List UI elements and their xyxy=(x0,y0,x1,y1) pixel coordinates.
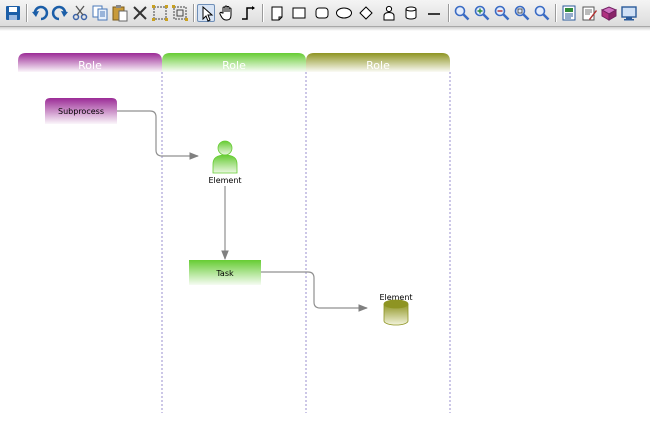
edit-properties-icon[interactable] xyxy=(580,4,598,22)
save-icon[interactable] xyxy=(4,4,22,22)
zoom-actual-icon[interactable] xyxy=(533,4,551,22)
lane-label: Role xyxy=(78,59,102,72)
ungroup-icon[interactable] xyxy=(171,4,189,22)
task-node[interactable]: Task xyxy=(189,260,261,285)
redo-icon[interactable] xyxy=(51,4,69,22)
zoom-in-icon[interactable] xyxy=(473,4,491,22)
zoom-icon[interactable] xyxy=(453,4,471,22)
lane-label: Role xyxy=(366,59,390,72)
subprocess-label: Subprocess xyxy=(58,107,104,116)
actor-shape-icon[interactable] xyxy=(380,4,398,22)
lane-header-1[interactable]: Role xyxy=(18,53,162,72)
copy-icon[interactable] xyxy=(91,4,109,22)
diamond-shape-icon[interactable] xyxy=(357,4,375,22)
rectangle-shape-icon[interactable] xyxy=(290,4,308,22)
lane-header-3[interactable]: Role xyxy=(306,53,450,72)
lane-header-2[interactable]: Role xyxy=(162,53,306,72)
cut-icon[interactable] xyxy=(71,4,89,22)
task-label: Task xyxy=(215,269,234,278)
connector-task-to-datastore[interactable] xyxy=(261,271,368,312)
line-shape-icon[interactable] xyxy=(425,4,443,22)
connector-subprocess-to-actor[interactable] xyxy=(117,110,199,160)
zoom-out-icon[interactable] xyxy=(493,4,511,22)
note-shape-icon[interactable] xyxy=(268,4,286,22)
books-icon[interactable] xyxy=(600,4,618,22)
delete-icon[interactable] xyxy=(131,4,149,22)
diagram-canvas[interactable]: Role Role Role Subprocess Element Task xyxy=(0,31,650,433)
connector-icon[interactable] xyxy=(239,4,257,22)
swimlane-diagram: Role Role Role Subprocess Element Task xyxy=(18,53,451,413)
group-icon[interactable] xyxy=(151,4,169,22)
actor-label: Element xyxy=(208,176,241,185)
rounded-rectangle-shape-icon[interactable] xyxy=(313,4,331,22)
actor-node[interactable]: Element xyxy=(208,140,242,185)
toolbar-shadow xyxy=(0,27,650,31)
ellipse-shape-icon[interactable] xyxy=(335,4,353,22)
screen-icon[interactable] xyxy=(620,4,638,22)
datastore-label: Element xyxy=(379,293,412,302)
cylinder-shape-icon[interactable] xyxy=(402,4,420,22)
subprocess-node[interactable]: Subprocess xyxy=(45,98,117,124)
select-pointer-icon[interactable] xyxy=(197,4,215,22)
pan-hand-icon[interactable] xyxy=(218,4,236,22)
zoom-fit-icon[interactable] xyxy=(513,4,531,22)
lane-label: Role xyxy=(222,59,246,72)
toolbar xyxy=(0,0,650,27)
paste-icon[interactable] xyxy=(111,4,129,22)
datastore-node[interactable]: Element xyxy=(379,293,413,326)
undo-icon[interactable] xyxy=(31,4,49,22)
new-diagram-icon[interactable] xyxy=(560,4,578,22)
